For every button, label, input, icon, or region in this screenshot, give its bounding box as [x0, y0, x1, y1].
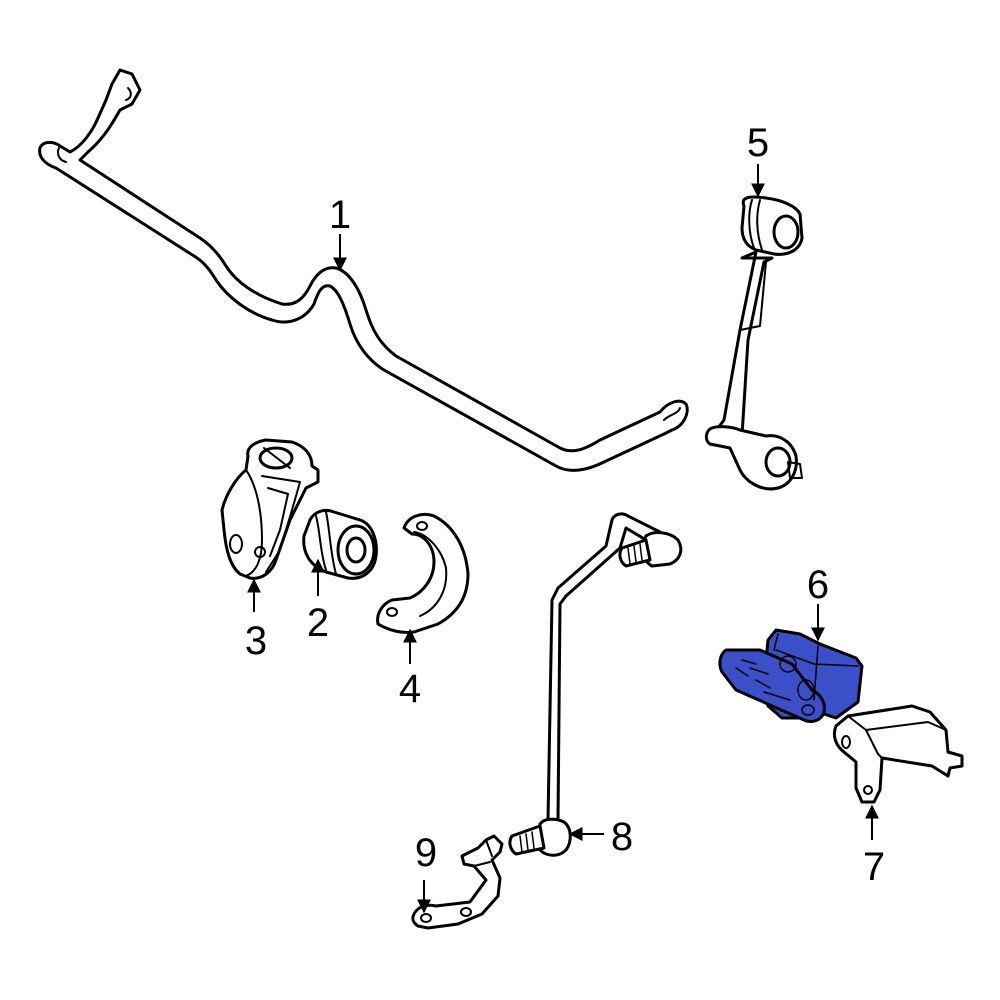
stabilizer-link: [704, 195, 804, 491]
stabilizer-bar: [38, 68, 689, 472]
callout-8: 8: [611, 815, 633, 859]
callout-3: 3: [245, 619, 267, 663]
callout-5: 5: [747, 121, 769, 165]
callout-arrows: [247, 164, 879, 914]
sensor-link: [508, 512, 683, 857]
callout-6: 6: [807, 563, 829, 607]
callout-7: 7: [863, 845, 885, 889]
mounting-bracket: [832, 704, 964, 804]
level-sensor-arm: [718, 648, 826, 724]
level-sensor: [718, 628, 864, 724]
bushing: [302, 508, 378, 580]
callout-4: 4: [399, 667, 421, 711]
callout-2: 2: [307, 601, 329, 645]
callout-1: 1: [329, 193, 351, 237]
bracket: [220, 438, 320, 580]
clamp: [376, 513, 470, 634]
callout-9: 9: [415, 831, 437, 875]
callout-labels: 1 2 3 4 5 6 7 8 9: [245, 121, 885, 889]
